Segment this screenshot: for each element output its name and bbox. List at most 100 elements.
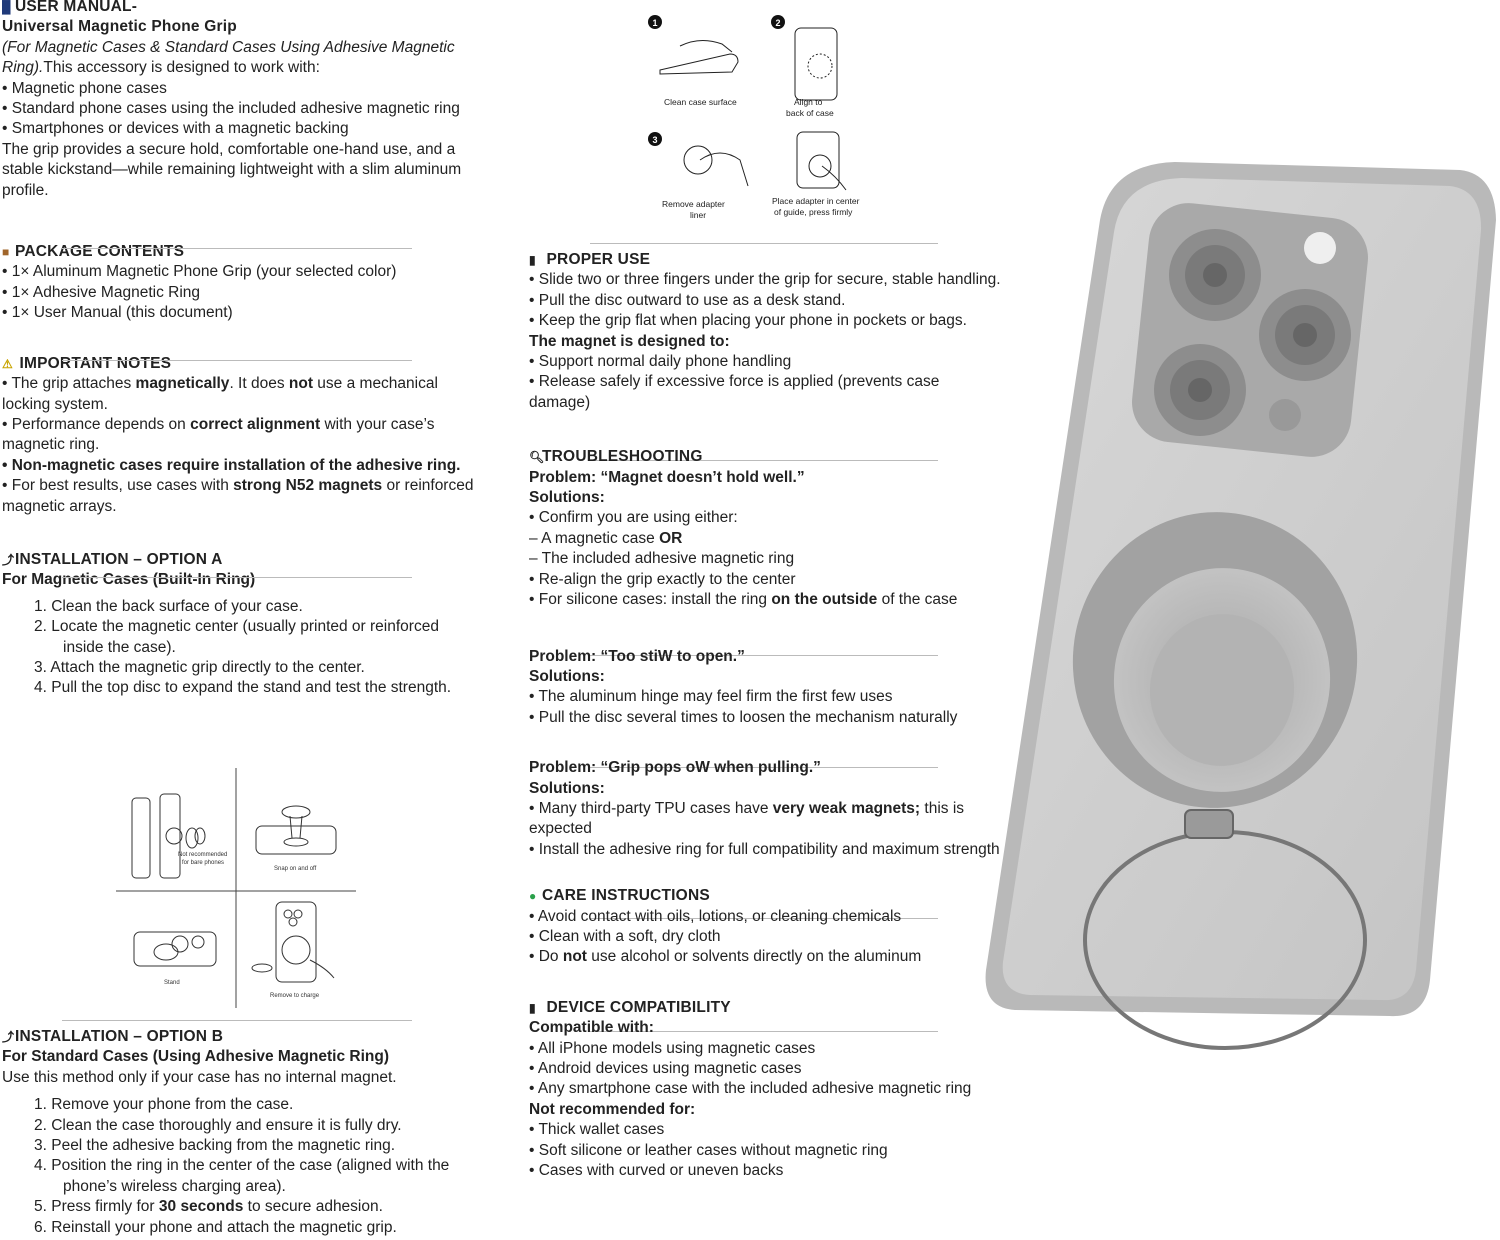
list-item: • Standard phone cases using the include… bbox=[2, 100, 460, 118]
notes-heading: ⚠ IMPORTANT NOTES bbox=[2, 354, 477, 374]
list-item: • Slide two or three fingers under the g… bbox=[529, 271, 1001, 289]
list-item: • Release safely if excessive force is a… bbox=[529, 373, 940, 411]
step-number: 2 bbox=[775, 18, 780, 28]
list-item: • Any smartphone case with the included … bbox=[529, 1080, 972, 1098]
item-text: this is expected bbox=[529, 799, 965, 838]
item-bold: on the outside bbox=[771, 591, 878, 609]
book-icon: █ bbox=[2, 0, 11, 14]
trouble-heading: 🔍︎TROUBLESHOOTING bbox=[529, 447, 1004, 467]
fig-label: back of case bbox=[786, 108, 834, 118]
note-2: • Performance depends on correct alignme… bbox=[2, 415, 477, 456]
list-item: • Cases with curved or uneven backs bbox=[529, 1162, 784, 1180]
list-item: • Clean with a soft, dry cloth bbox=[529, 927, 721, 945]
package-heading: ■ PACKAGE CONTENTS bbox=[2, 242, 477, 262]
divider bbox=[62, 577, 412, 578]
install-b-note: Use this method only if your case has no… bbox=[2, 1068, 397, 1086]
care-heading-text: CARE INSTRUCTIONS bbox=[542, 887, 710, 905]
step-text: 5. Press firmly for bbox=[34, 1198, 159, 1216]
item-text: • For silicone cases: install the ring bbox=[529, 591, 772, 609]
charge-figure bbox=[251, 901, 335, 983]
list-item: 2. Clean the case thoroughly and ensure … bbox=[34, 1116, 402, 1134]
list-item: • Pull the disc outward to use as a desk… bbox=[529, 291, 846, 309]
solutions-label: Solutions: bbox=[529, 667, 605, 685]
align-case-drawing bbox=[794, 27, 838, 101]
list-item: • 1× Adhesive Magnetic Ring bbox=[2, 283, 201, 301]
note-text: • Performance depends on bbox=[2, 415, 191, 433]
manual-subtitle: Universal Magnetic Phone Grip bbox=[2, 18, 237, 36]
install-b-sub: For Standard Cases (Using Adhesive Magne… bbox=[2, 1048, 389, 1066]
intro-italic: (For Magnetic Cases & Standard Cases Usi… bbox=[2, 38, 455, 77]
note-text: use a mechanical locking system. bbox=[2, 375, 438, 413]
list-item: • Smartphones or devices with a magnetic… bbox=[2, 120, 349, 138]
clean-case-drawing bbox=[659, 40, 739, 75]
phone-icon: ▮ bbox=[529, 1000, 536, 1015]
manual-title: USER MANUAL- bbox=[15, 0, 138, 15]
fig-label: Stand bbox=[164, 980, 180, 986]
package-heading-text: PACKAGE CONTENTS bbox=[15, 243, 185, 261]
grip-ring bbox=[1083, 809, 1367, 1050]
install-a-heading: ⤴INSTALLATION – OPTION A bbox=[2, 550, 477, 570]
leaf-icon: ● bbox=[529, 889, 537, 904]
list-item: 5. Press firmly for 30 seconds to secure… bbox=[2, 1197, 477, 1217]
stand-figure bbox=[133, 931, 217, 967]
list-item: • Soft silicone or leather cases without… bbox=[529, 1141, 888, 1159]
wrench-icon: ⤴ bbox=[2, 552, 15, 567]
item-text: • Do bbox=[529, 948, 563, 966]
fig-label: liner bbox=[690, 210, 706, 220]
note-bold: magnetically bbox=[135, 375, 230, 393]
list-item: 4. Pull the top disc to expand the stand… bbox=[34, 679, 452, 697]
fig-label: Not recommended bbox=[178, 852, 227, 858]
phone-grip-illustration bbox=[985, 162, 1496, 1050]
list-item: 1. Clean the back surface of your case. bbox=[34, 597, 303, 615]
list-item: • Do not use alcohol or solvents directl… bbox=[529, 947, 1004, 967]
package-icon: ■ bbox=[2, 245, 10, 260]
divider bbox=[62, 360, 412, 361]
step-number: 1 bbox=[652, 18, 657, 28]
manual-title-line: █ USER MANUAL- bbox=[2, 0, 477, 17]
manual-description: The grip provides a secure hold, comfort… bbox=[2, 140, 462, 199]
list-item: • Confirm you are using either: bbox=[529, 509, 738, 527]
note-bold: strong N52 magnets bbox=[233, 477, 383, 495]
install-b-steps: 1. Remove your phone from the case. 2. C… bbox=[2, 1095, 477, 1238]
proper-use-heading-text: PROPER USE bbox=[546, 251, 651, 268]
install-a-figure: Not recommended for bare phones Snap on … bbox=[116, 768, 356, 1008]
remove-liner-drawing bbox=[683, 145, 713, 175]
install-b-heading: ⤴INSTALLATION – OPTION B bbox=[2, 1027, 477, 1047]
compat-not-heading: Not recommended for: bbox=[529, 1100, 696, 1118]
install-b-section: ⤴INSTALLATION – OPTION B For Standard Ca… bbox=[2, 1027, 477, 1238]
list-item: • Avoid contact with oils, lotions, or c… bbox=[529, 907, 902, 925]
camera-module bbox=[1132, 203, 1368, 457]
note-bold: not bbox=[288, 375, 313, 393]
note-text: • For best results, use cases with bbox=[2, 477, 234, 495]
list-item: • Support normal daily phone handling bbox=[529, 353, 792, 371]
list-item: • The aluminum hinge may feel firm the f… bbox=[529, 688, 893, 706]
note-text: . It does bbox=[229, 375, 289, 393]
fig-label: Remove to charge bbox=[270, 993, 320, 999]
problem-3: Problem: “Grip pops oW when pulling.” bbox=[529, 759, 821, 777]
compat-with-heading: Compatible with: bbox=[529, 1019, 654, 1037]
divider bbox=[590, 918, 938, 919]
list-item: • 1× User Manual (this document) bbox=[2, 304, 233, 322]
bare-phone-figure bbox=[131, 793, 206, 879]
works-with-list: • Magnetic phone cases • Standard phone … bbox=[2, 79, 477, 140]
note-4: • For best results, use cases with stron… bbox=[2, 476, 477, 517]
intro-rest: This accessory is designed to work with: bbox=[43, 59, 320, 77]
problem-2: Problem: “Too stiW to open.” bbox=[529, 647, 745, 665]
list-item: • Install the adhesive ring for full com… bbox=[529, 840, 1000, 858]
fig-label: Clean case surface bbox=[664, 97, 737, 107]
install-a-sub: For Magnetic Cases (Built-In Ring) bbox=[2, 571, 256, 589]
list-item: • Android devices using magnetic cases bbox=[529, 1060, 802, 1077]
step-number-badges: 1 2 3 bbox=[648, 15, 785, 146]
note-1: • The grip attaches magnetically. It doe… bbox=[2, 374, 477, 415]
fig-label: of guide, press firmly bbox=[774, 207, 853, 217]
list-item: • For silicone cases: install the ring o… bbox=[529, 590, 1004, 610]
snap-figure bbox=[255, 805, 337, 855]
problem-1: Problem: “Magnet doesn’t hold well.” bbox=[529, 468, 805, 486]
install-a-steps: 1. Clean the back surface of your case. … bbox=[2, 597, 477, 699]
divider bbox=[590, 655, 938, 656]
manual-intro: (For Magnetic Cases & Standard Cases Usi… bbox=[2, 38, 477, 79]
wrench-icon: ⤴ bbox=[2, 1030, 15, 1044]
care-heading: ● CARE INSTRUCTIONS bbox=[529, 886, 1004, 906]
list-item: • Pull the disc several times to loosen … bbox=[529, 708, 958, 726]
left-column: █ USER MANUAL- Universal Magnetic Phone G… bbox=[2, 0, 477, 699]
